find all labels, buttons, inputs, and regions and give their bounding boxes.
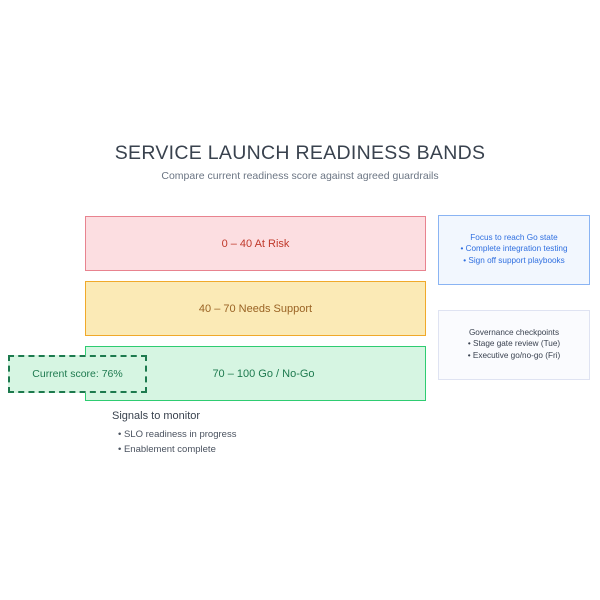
bullet-icon: •	[460, 244, 464, 254]
current-score-marker[interactable]: Current score: 76%	[8, 355, 147, 393]
panel-governance-heading: Governance checkpoints	[468, 328, 560, 338]
panel-governance-item: • Executive go/no-go (Fri)	[468, 350, 561, 362]
signals-to-monitor-section: Signals to monitor • SLO readiness in pr…	[112, 410, 236, 457]
panel-focus-heading: Focus to reach Go state	[470, 233, 558, 243]
bullet-icon: •	[463, 256, 467, 265]
panel-focus-item: • Complete integration testing	[460, 243, 567, 255]
signal-item: • Enablement complete	[112, 443, 236, 458]
signal-item-text: Enablement complete	[123, 443, 216, 455]
bullet-icon: •	[118, 429, 122, 440]
panel-focus-item-text: Sign off support playbooks	[468, 256, 565, 265]
bullet-icon: •	[467, 351, 471, 360]
band-label-at-risk: 0 – 40 At Risk	[221, 237, 290, 250]
panel-governance-checkpoints[interactable]: Governance checkpoints • Stage gate revi…	[438, 310, 590, 380]
panel-governance-item-text: Stage gate review (Tue)	[473, 339, 561, 349]
bullet-icon: •	[118, 443, 122, 455]
signal-item: • SLO readiness in progress	[112, 428, 236, 443]
signal-item-text: SLO readiness in progress	[123, 429, 237, 440]
panel-focus-item: • Sign off support playbooks	[463, 255, 565, 267]
band-label-go-no-go: 70 – 100 Go / No-Go	[212, 367, 315, 380]
band-label-needs-support: 40 – 70 Needs Support	[198, 302, 313, 315]
panel-governance-item-text: Executive go/no-go (Fri)	[472, 351, 561, 360]
panel-focus-to-reach-go-state[interactable]: Focus to reach Go state • Complete integ…	[438, 215, 590, 285]
current-score-label: Current score: 76%	[32, 368, 123, 380]
page-subtitle: Compare current readiness score against …	[161, 170, 439, 182]
signals-heading: Signals to monitor	[112, 410, 201, 422]
readiness-band-at-risk[interactable]: 0 – 40 At Risk	[85, 216, 426, 271]
panel-governance-item: • Stage gate review (Tue)	[468, 338, 560, 350]
bullet-icon: •	[467, 339, 471, 349]
page-title: SERVICE LAUNCH READINESS BANDS	[114, 142, 486, 164]
panel-focus-item-text: Complete integration testing	[465, 244, 568, 254]
readiness-band-needs-support[interactable]: 40 – 70 Needs Support	[85, 281, 426, 336]
